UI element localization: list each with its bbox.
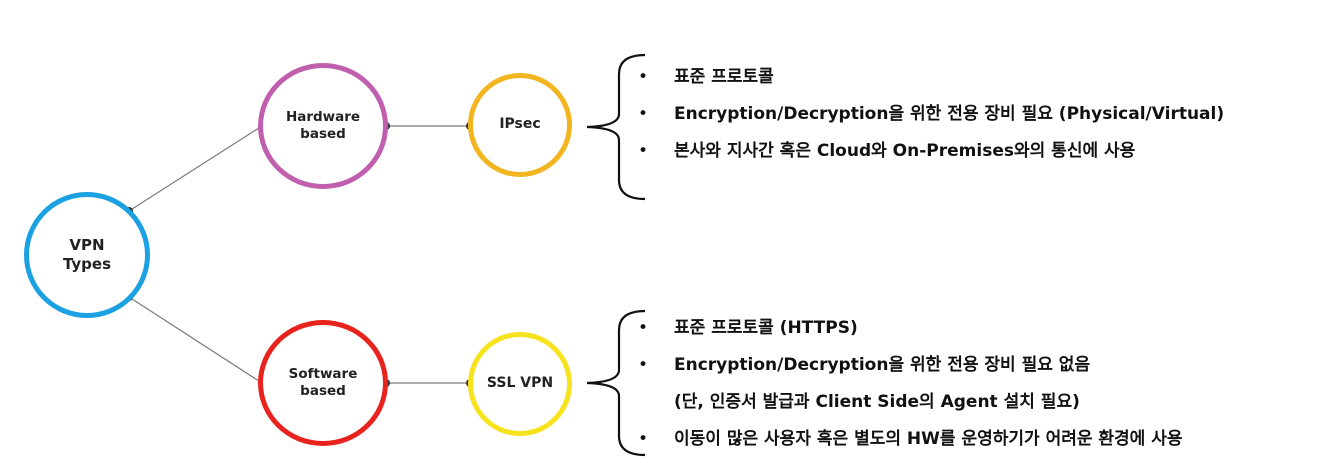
node-label-line: VPN [69,236,105,255]
node-label-line: Hardware [285,109,361,126]
list-item-text: (단, 인증서 발급과 Client Side의 Agent 설치 필요) [674,392,1080,412]
list-item-text: Encryption/Decryption을 위한 전용 장비 필요 없음 [674,355,1091,375]
brace-ssl [586,309,646,457]
ssl-feature-list: • 표준 프로토콜 (HTTPS) • Encryption/Decryptio… [636,313,1183,461]
node-hardware-based: Hardware based [258,63,388,189]
bullet-icon: • [638,104,649,124]
list-item: • 본사와 지사간 혹은 Cloud와 On-Premises와의 통신에 사용 [636,136,1224,173]
node-vpn-types: VPN Types [24,192,150,318]
node-label: IPsec [499,116,541,133]
list-item-text: 표준 프로토콜 (HTTPS) [674,318,858,338]
list-item-text: 본사와 지사간 혹은 Cloud와 On-Premises와의 통신에 사용 [674,141,1136,161]
node-label-line: Types [62,255,112,273]
edge-root-hardware [128,125,263,212]
list-item-continuation: (단, 인증서 발급과 Client Side의 Agent 설치 필요) [636,387,1183,424]
list-item: • Encryption/Decryption을 위한 전용 장비 필요 (Ph… [636,99,1224,136]
node-ipsec: IPsec [468,73,572,177]
list-item-text: 표준 프로토콜 [674,67,774,87]
list-item: • 표준 프로토콜 (HTTPS) [636,313,1183,350]
list-item-text: 이동이 많은 사용자 혹은 별도의 HW를 운영하기가 어려운 환경에 사용 [674,429,1183,449]
brace-ipsec [586,53,646,201]
node-label: SSL VPN [486,375,554,392]
list-item: • 표준 프로토콜 [636,62,1224,99]
node-label-line: based [300,383,346,399]
bullet-icon: • [638,318,649,338]
bullet-icon: • [638,141,649,161]
list-item: • 이동이 많은 사용자 혹은 별도의 HW를 운영하기가 어려운 환경에 사용 [636,424,1183,461]
node-label-line: based [300,126,346,142]
bullet-icon: • [638,67,649,87]
bullet-icon: • [638,429,649,449]
node-label-line: Software [288,366,358,383]
node-ssl-vpn: SSL VPN [468,332,572,436]
bullet-icon: • [638,355,649,375]
node-software-based: Software based [258,320,388,446]
list-item-text: Encryption/Decryption을 위한 전용 장비 필요 (Phys… [674,104,1225,124]
list-item: • Encryption/Decryption을 위한 전용 장비 필요 없음 [636,350,1183,387]
edge-root-software [128,296,263,384]
ipsec-feature-list: • 표준 프로토콜 • Encryption/Decryption을 위한 전용… [636,62,1224,173]
